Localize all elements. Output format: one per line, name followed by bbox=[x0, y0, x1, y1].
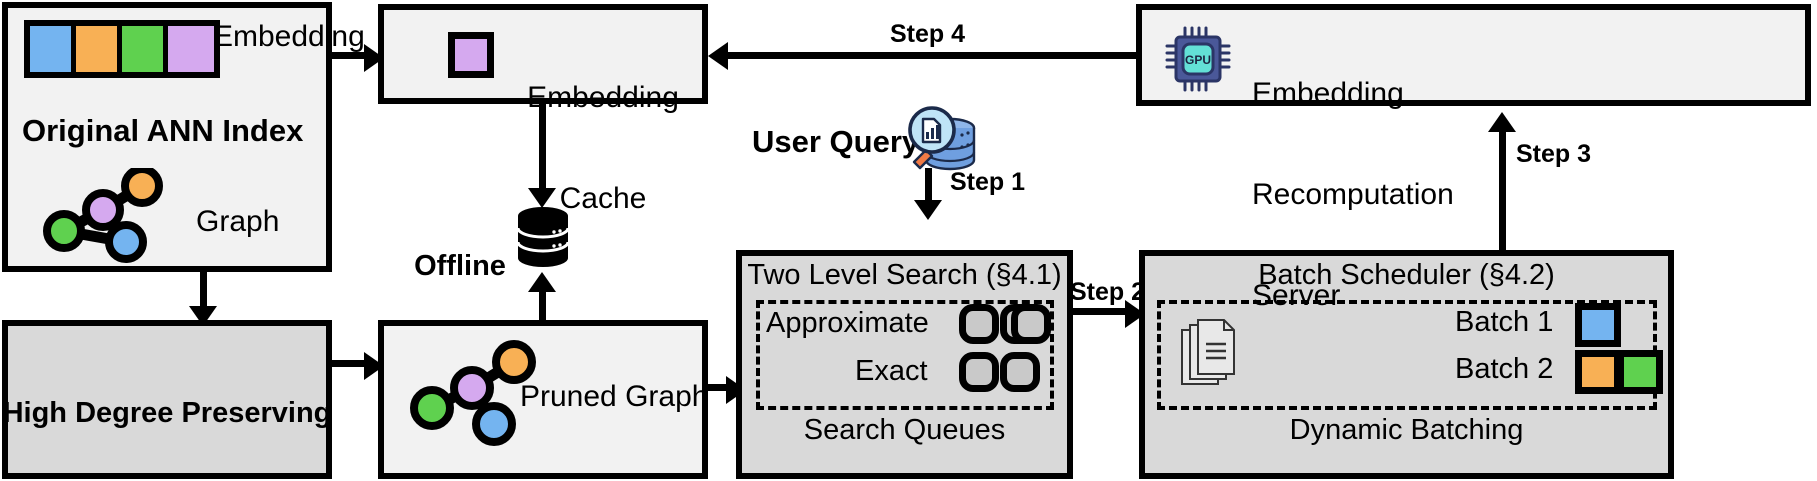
search-queues-dashed-area bbox=[756, 300, 1054, 410]
search-database-icon bbox=[900, 100, 980, 180]
approximate-label: Approximate bbox=[766, 307, 929, 339]
arrow-pruning-to-pruned-shaft bbox=[332, 360, 368, 367]
embedding-cache-icon bbox=[448, 32, 494, 78]
arrow-cache-to-storage-head bbox=[528, 188, 556, 208]
exact-label: Exact bbox=[855, 355, 928, 387]
embedding-chip-strip bbox=[24, 20, 220, 78]
two-level-search-title: Two Level Search (§4.1) bbox=[747, 259, 1062, 291]
arrow-step3-head bbox=[1488, 112, 1516, 132]
approximate-queue-tile-1 bbox=[959, 304, 999, 344]
database-icon bbox=[516, 206, 570, 268]
step-4-label: Step 4 bbox=[890, 20, 966, 48]
batch-1-color-1 bbox=[1575, 303, 1621, 347]
pruned-graph-label: Pruned Graph bbox=[520, 380, 709, 413]
dynamic-batching-footer: Dynamic Batching bbox=[1289, 414, 1524, 446]
arrow-pruned-to-storage-head bbox=[528, 272, 556, 292]
arrow-step3-shaft bbox=[1499, 130, 1506, 250]
step-2-label: Step 2 bbox=[1070, 278, 1146, 306]
step-1-label: Step 1 bbox=[950, 168, 1026, 196]
recomputation-server-line-2: Recomputation bbox=[1252, 177, 1454, 211]
exact-queue-tile-2 bbox=[1000, 352, 1040, 392]
arrow-step2-shaft bbox=[1073, 308, 1135, 315]
arrow-index-to-pruning-shaft bbox=[200, 272, 207, 308]
batch-2-color-2 bbox=[1617, 350, 1663, 394]
embedding-cache-line-2: Cache bbox=[559, 181, 647, 215]
graph-pruning-title: High Degree Preserving Graph Pruning (§5… bbox=[2, 332, 332, 481]
step-3-label: Step 3 bbox=[1516, 140, 1592, 168]
svg-text:GPU: GPU bbox=[1185, 53, 1211, 67]
arrow-step1-head bbox=[914, 200, 942, 220]
arrow-pruned-to-search-shaft bbox=[708, 384, 736, 391]
recomputation-server-line-1: Embedding bbox=[1252, 77, 1404, 111]
graph-label: Graph bbox=[196, 205, 280, 238]
offline-storage-line-1: Offline bbox=[414, 249, 506, 282]
embedding-chip-4 bbox=[168, 26, 214, 72]
recomputation-server-box bbox=[1136, 4, 1811, 106]
original-graph-icon bbox=[36, 168, 186, 263]
batch-2-color-1 bbox=[1575, 350, 1621, 394]
search-queues-footer: Search Queues bbox=[803, 414, 1006, 446]
batch-scheduler-title: Batch Scheduler (§4.2) bbox=[1258, 259, 1555, 291]
original-ann-index-title: Original ANN Index bbox=[22, 113, 304, 148]
graph-pruning-line-1: High Degree Preserving bbox=[2, 396, 332, 429]
arrow-step1-shaft bbox=[925, 168, 932, 204]
batch-2-label: Batch 2 bbox=[1455, 353, 1554, 385]
arrow-cache-to-storage-shaft bbox=[539, 104, 546, 192]
embedding-cache-title: Embedding Cache bbox=[508, 14, 698, 283]
documents-icon bbox=[1178, 318, 1240, 390]
batch-1-label: Batch 1 bbox=[1455, 306, 1554, 338]
gpu-chip-icon: GPU bbox=[1165, 26, 1231, 92]
recomputation-server-title: Embedding Recomputation Server bbox=[1252, 10, 1454, 380]
user-query-label: User Query bbox=[752, 124, 920, 159]
pruned-graph-icon bbox=[404, 338, 544, 446]
approximate-queue-tile-3 bbox=[1011, 304, 1051, 344]
arrow-index-to-cache-shaft bbox=[332, 52, 368, 59]
arrow-step4-shaft bbox=[722, 52, 1136, 59]
arrow-pruned-to-storage-shaft bbox=[539, 292, 546, 324]
exact-queue-tile-1 bbox=[959, 352, 999, 392]
recomputation-server-line-3: Server bbox=[1252, 278, 1341, 312]
embedding-label: Embedding bbox=[213, 20, 365, 53]
embedding-chip-3 bbox=[122, 26, 168, 72]
embedding-cache-line-1: Embedding bbox=[527, 81, 679, 115]
embedding-cache-box bbox=[378, 4, 708, 104]
embedding-chip-2 bbox=[76, 26, 122, 72]
embedding-chip-1 bbox=[30, 26, 76, 72]
arrow-step4-head bbox=[708, 42, 728, 70]
graph-pruning-box bbox=[2, 320, 332, 479]
